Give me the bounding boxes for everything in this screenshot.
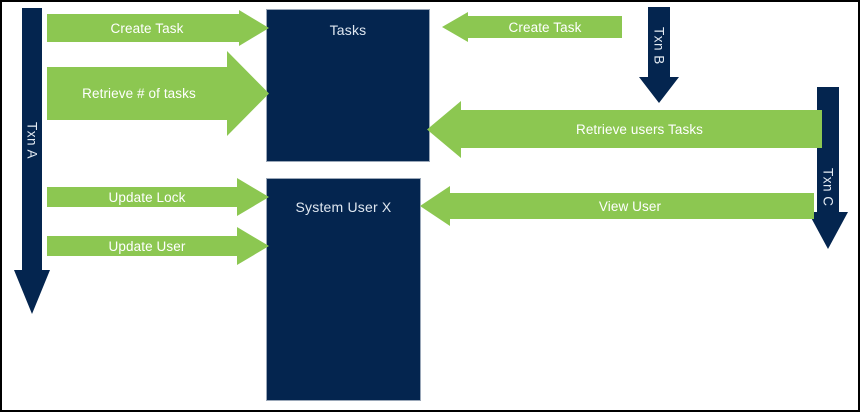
node-system-user-x-label: System User X [295, 199, 392, 215]
txn-b-arrow: Txn B [639, 7, 679, 103]
message-retrieve-num-tasks[interactable]: Retrieve # of tasks [47, 51, 269, 136]
message-retrieve-users-tasks[interactable]: Retrieve users Tasks [427, 101, 822, 158]
node-system-user-x[interactable]: System User X [266, 178, 421, 401]
txn-a-arrow: Txn A [14, 8, 50, 314]
node-tasks-label: Tasks [329, 22, 367, 38]
message-update-lock[interactable]: Update Lock [47, 178, 269, 216]
message-create-task-left[interactable]: Create Task [47, 10, 269, 46]
message-update-user[interactable]: Update User [47, 227, 269, 265]
node-tasks[interactable]: Tasks [266, 9, 430, 162]
message-create-task-right[interactable]: Create Task [442, 12, 622, 42]
message-view-user[interactable]: View User [420, 186, 814, 226]
